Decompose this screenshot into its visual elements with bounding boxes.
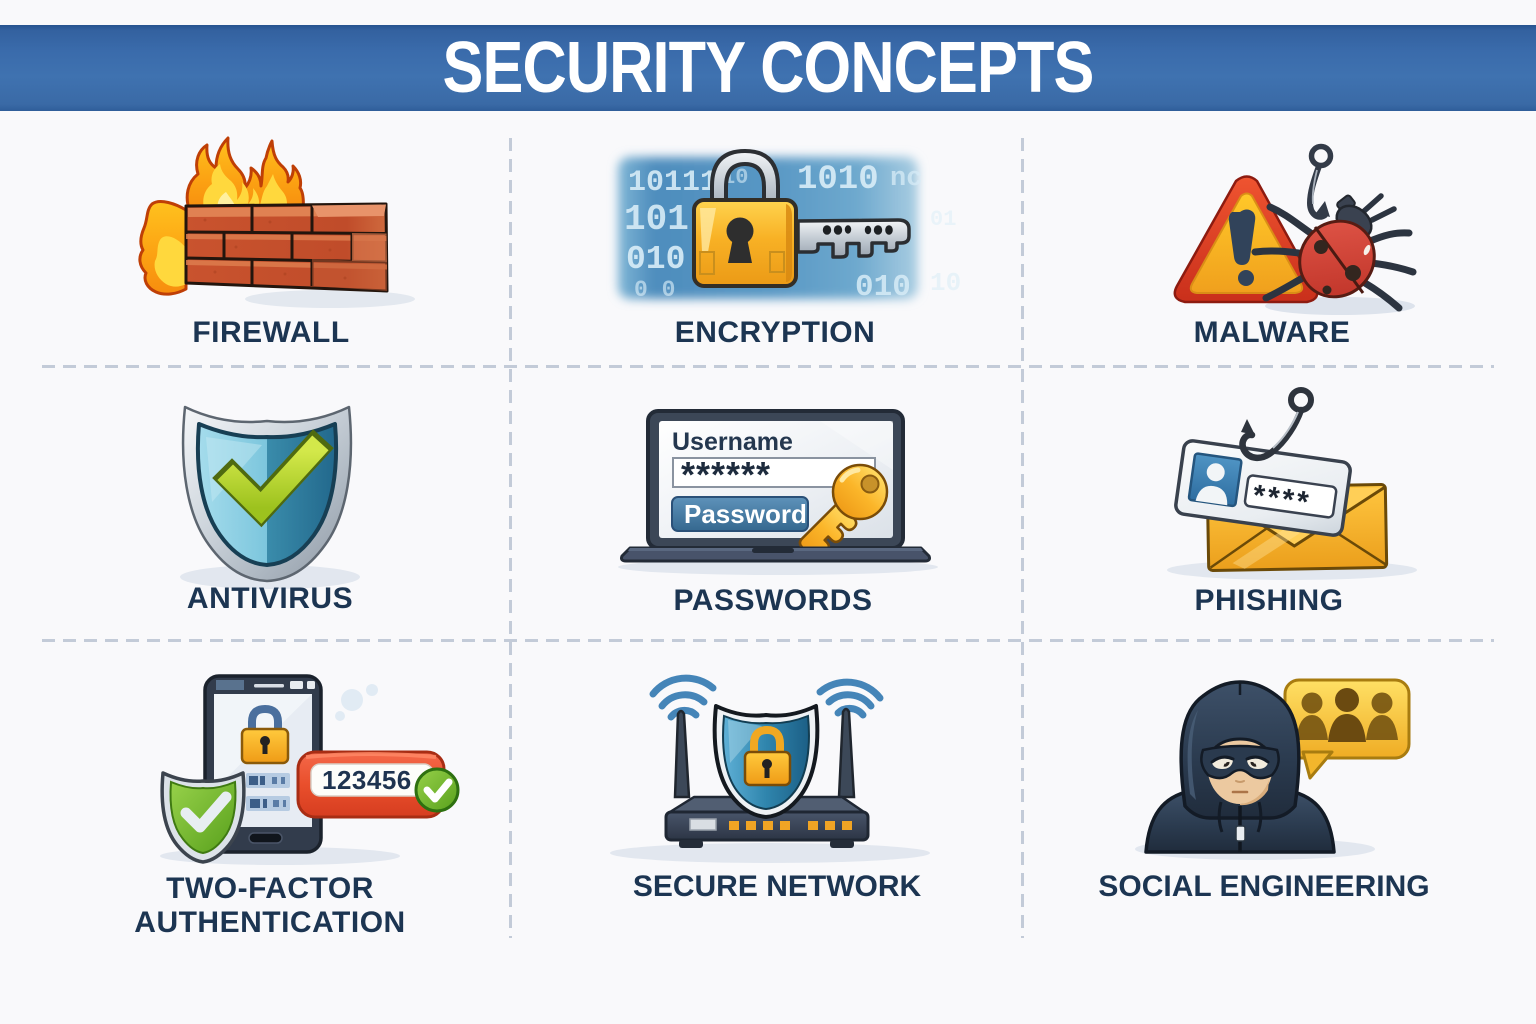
svg-text:01: 01 xyxy=(930,207,956,232)
svg-text:Password: Password xyxy=(684,499,807,529)
svg-text:******: ****** xyxy=(681,454,771,495)
svg-text:010: 010 xyxy=(626,241,685,278)
svg-text:Username: Username xyxy=(672,428,793,456)
svg-text:nc: nc xyxy=(890,164,922,194)
svg-text:****: **** xyxy=(1251,479,1314,520)
svg-text:10: 10 xyxy=(930,268,961,298)
svg-text:123456: 123456 xyxy=(322,765,412,795)
svg-text:1010: 1010 xyxy=(797,161,879,199)
svg-text:010: 010 xyxy=(855,270,911,305)
svg-text:0 0: 0 0 xyxy=(634,277,675,303)
svg-text:101: 101 xyxy=(624,199,689,240)
svg-text:10111: 10111 xyxy=(628,166,718,200)
